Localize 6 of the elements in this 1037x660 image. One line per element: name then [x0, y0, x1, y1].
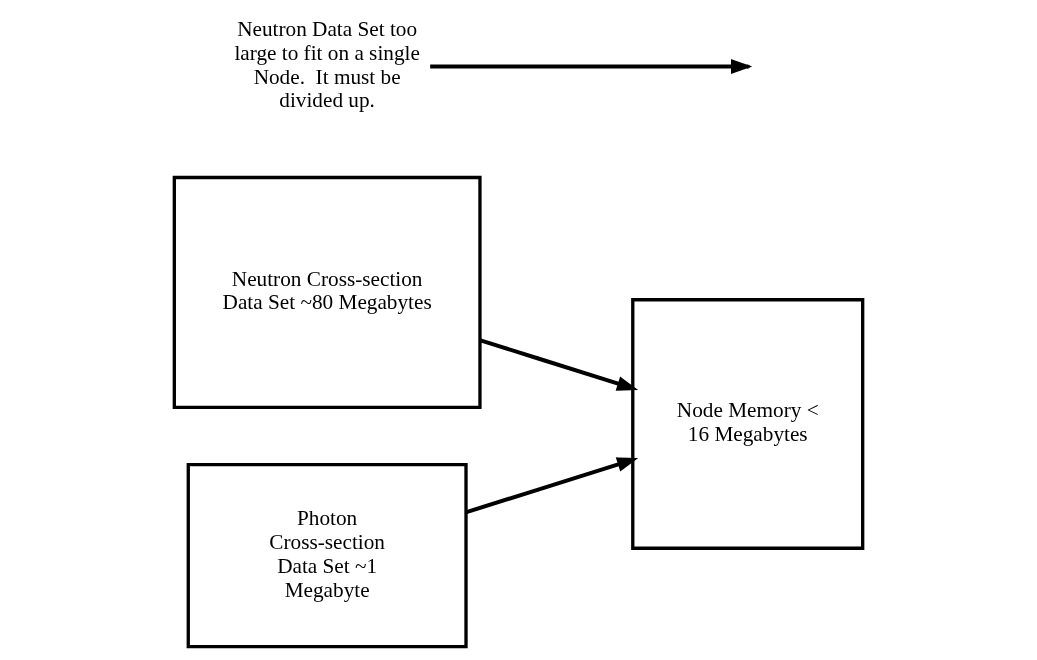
arrow	[465, 457, 639, 515]
node-box: Photon Cross-section Data Set ~1 Megabyte	[186, 462, 468, 649]
node-box: Neutron Cross-section Data Set ~80 Megabytes	[172, 175, 482, 410]
node-text: Neutron Data Set too large to fit on a single Node. It must be divided up.	[234, 16, 420, 113]
arrow	[479, 338, 639, 391]
node-box: Node Memory < 16 Megabytes	[631, 298, 865, 550]
